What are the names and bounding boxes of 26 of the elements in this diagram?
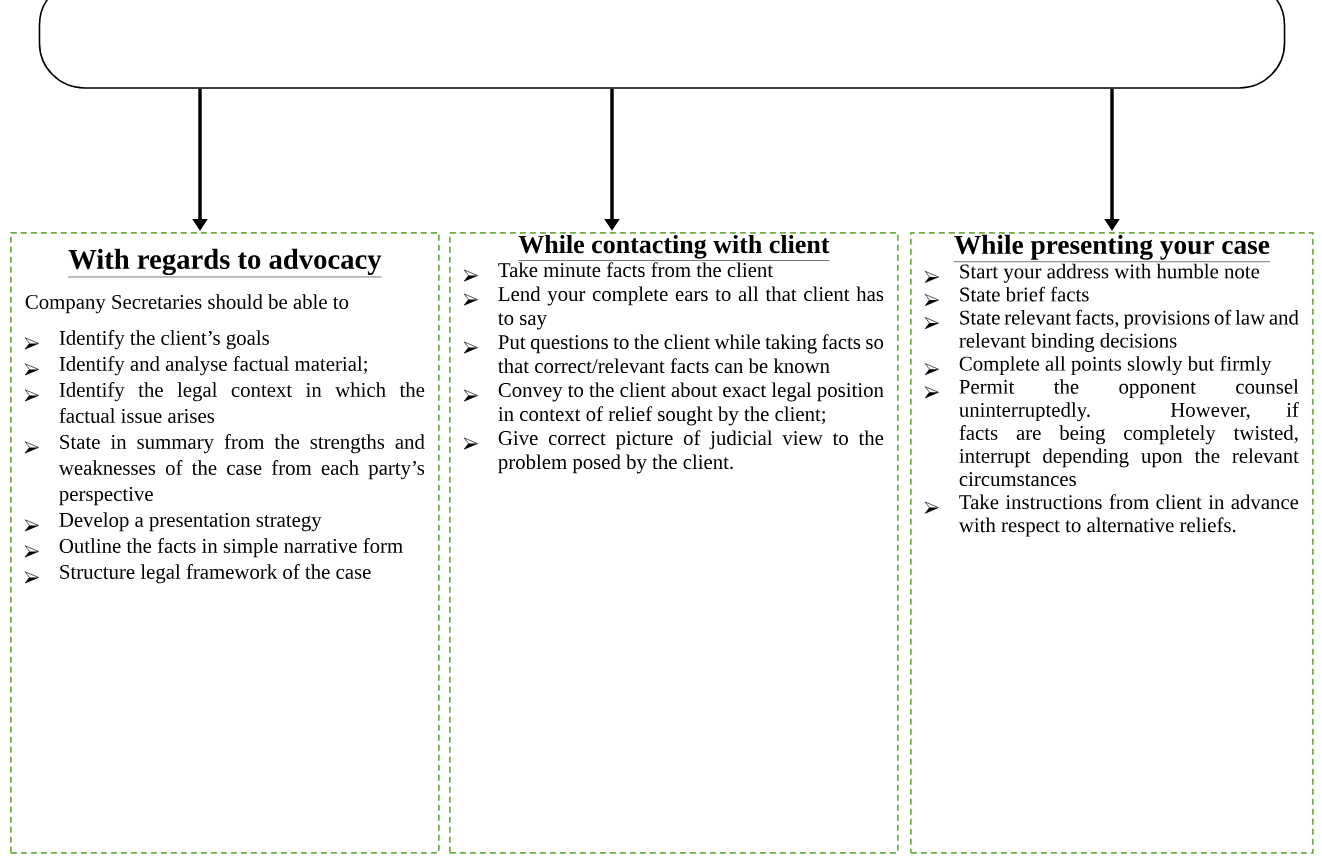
- list-item: Develop a presentation strategy: [59, 512, 322, 532]
- list-item: Identify the client’s goals: [59, 330, 269, 350]
- list-item: Take instructions from client in advance with respect to alternative reliefs.: [958, 494, 1299, 537]
- heading: While contacting with client: [518, 234, 830, 261]
- list-item: Lend your complete ears to all that client has to say: [498, 286, 884, 330]
- list-item: State in summary from the strengths and weaknesses of the case from each party’s perspective: [58, 434, 425, 506]
- list-item: Take minute facts from the client: [498, 262, 773, 278]
- list-item: Start your address with humble note: [960, 263, 1260, 283]
- list-item: Identify and analyse factual material;: [59, 356, 367, 376]
- list-item: Complete all points slowly but firmly: [959, 355, 1272, 376]
- paragraph: Company Secretaries should be able to: [25, 294, 349, 314]
- list-item: Convey to the client about exact legal position in context of relief sought by the client;: [498, 382, 884, 426]
- heading: With regards to advocacy: [67, 248, 382, 278]
- list-item: Give correct picture of judicial view to the problem posed by the client.: [498, 430, 884, 474]
- rounded-box: [38, 0, 1286, 89]
- list-item: State relevant facts, provisions of law and relevant binding decisions: [959, 309, 1299, 352]
- list-item: Identify the legal context in which the factual issue arises: [59, 382, 425, 423]
- list-item: Put questions to the client while taking facts so that correct/relevant facts can be known: [498, 334, 884, 374]
- dashed-box: [449, 232, 899, 854]
- dashed-box: [10, 232, 440, 854]
- list-item: Outline the facts in simple narrative form: [59, 538, 403, 558]
- list-item: State brief facts: [960, 286, 1089, 302]
- dashed-box: [910, 232, 1314, 854]
- list-item: Permit the opponent counsel uninterruptedly. However, if facts are being completely twisted, interrupt depending upon the relevant circumstances: [959, 379, 1299, 487]
- list-item: Structure legal framework of the case: [60, 564, 371, 584]
- heading: While presenting your case: [953, 234, 1271, 262]
